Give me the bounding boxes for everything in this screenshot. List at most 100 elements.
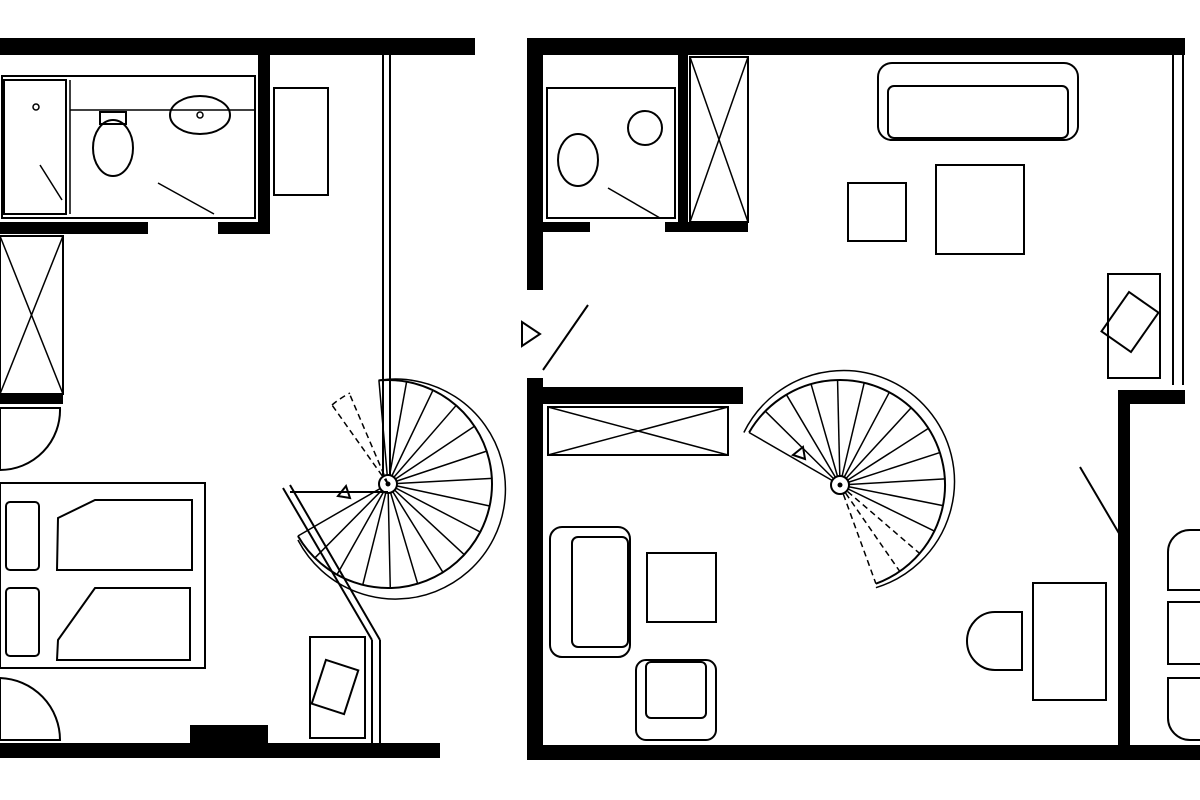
entrance-arrow-icon (521, 320, 542, 348)
stair-tread (839, 484, 921, 554)
closet-wall (0, 394, 63, 404)
stair-guard (289, 484, 381, 641)
door-swing (0, 407, 62, 472)
spiral-staircase (290, 378, 507, 600)
armchair-seat (571, 536, 629, 648)
balcony-door (1079, 466, 1121, 536)
entry-door (542, 304, 589, 371)
stair-tread (839, 478, 945, 486)
top-wall (527, 38, 1185, 55)
chair (310, 658, 360, 716)
stair-tread (387, 450, 487, 485)
bathroom-bottom-wall (0, 222, 148, 234)
left-wall-lower (527, 378, 543, 760)
chair (1167, 601, 1200, 665)
left-floor-plan (0, 38, 507, 758)
bathroom-bottom-wall (543, 222, 590, 232)
sink-drain (196, 111, 204, 119)
coffee-table (935, 164, 1025, 255)
direction-arrow-icon (790, 445, 807, 461)
closet (547, 406, 729, 456)
stair-tread (387, 425, 475, 485)
left-wall (527, 38, 543, 290)
bathroom-outline (546, 87, 676, 219)
closet-cross (689, 56, 749, 223)
partition-wall (527, 387, 743, 404)
toilet (557, 133, 599, 187)
top-wall (0, 38, 475, 55)
shower-drain (32, 103, 40, 111)
stair-tread (378, 380, 389, 485)
stair-tread (748, 431, 841, 486)
stair-tread (387, 483, 465, 556)
shower (3, 79, 67, 215)
stair-tread (387, 389, 434, 485)
stair-tread (387, 483, 481, 533)
armchair (549, 526, 631, 658)
stair-tread (387, 483, 392, 588)
shower-door (39, 164, 63, 201)
stair-tread (387, 404, 457, 485)
pillow (5, 501, 40, 571)
stair-tread (836, 380, 841, 486)
stair-handrail (743, 369, 956, 589)
stair-tread (387, 483, 490, 507)
stair-tread (387, 483, 444, 573)
toilet-tank (99, 111, 127, 125)
bathroom-side-wall (258, 55, 270, 233)
bottom-wall (527, 745, 1200, 760)
stair-tread (839, 484, 935, 532)
toilet (92, 119, 134, 177)
bathroom-bottom-wall-right (218, 222, 270, 234)
armchair-seat (645, 661, 707, 719)
sink (169, 95, 231, 135)
stair-tread (362, 483, 389, 586)
wardrobe (273, 87, 329, 196)
spiral-staircase (743, 369, 956, 589)
stair-tread (810, 383, 841, 486)
chair (1167, 677, 1200, 741)
stair-guard (282, 487, 373, 641)
chair (966, 611, 1023, 671)
stair-tread (839, 407, 912, 486)
door-swing (0, 676, 62, 741)
stair-outer-rail (748, 379, 946, 585)
stair-tread (839, 451, 941, 486)
bottom-wall (0, 743, 440, 758)
chair (1167, 529, 1200, 591)
wall-block (190, 725, 268, 745)
sofa-seat (887, 85, 1069, 139)
stair-tread (387, 381, 408, 485)
desk (1032, 582, 1107, 701)
blanket (55, 499, 193, 571)
bathroom-door (607, 187, 661, 219)
pillow (5, 587, 40, 657)
closet-cross (0, 235, 64, 395)
side-table (847, 182, 907, 242)
stair-tread (336, 483, 389, 575)
right-wall (1118, 390, 1130, 745)
stair-tread (387, 477, 492, 485)
stair-dashed-step (331, 392, 389, 485)
table (646, 552, 717, 623)
sofa (877, 62, 1079, 141)
right-floor-plan (521, 38, 1200, 760)
right-wall-step (1118, 390, 1185, 404)
stair-tread (839, 427, 929, 486)
bathroom-bottom-wall-right (665, 222, 748, 232)
stair-tread (839, 484, 901, 572)
stair-handrail (297, 378, 507, 600)
closet-cross (547, 406, 729, 456)
sink (627, 110, 663, 146)
direction-arrow-icon (336, 483, 352, 500)
blanket (55, 587, 191, 661)
chair (1100, 290, 1160, 354)
stair-tread (839, 484, 944, 507)
stair-tread (785, 394, 841, 486)
stair-tread (387, 483, 419, 584)
stair-tread (839, 484, 877, 584)
stair-center-dot (837, 482, 843, 488)
bathroom-wall (678, 55, 688, 232)
desk (1107, 273, 1161, 379)
